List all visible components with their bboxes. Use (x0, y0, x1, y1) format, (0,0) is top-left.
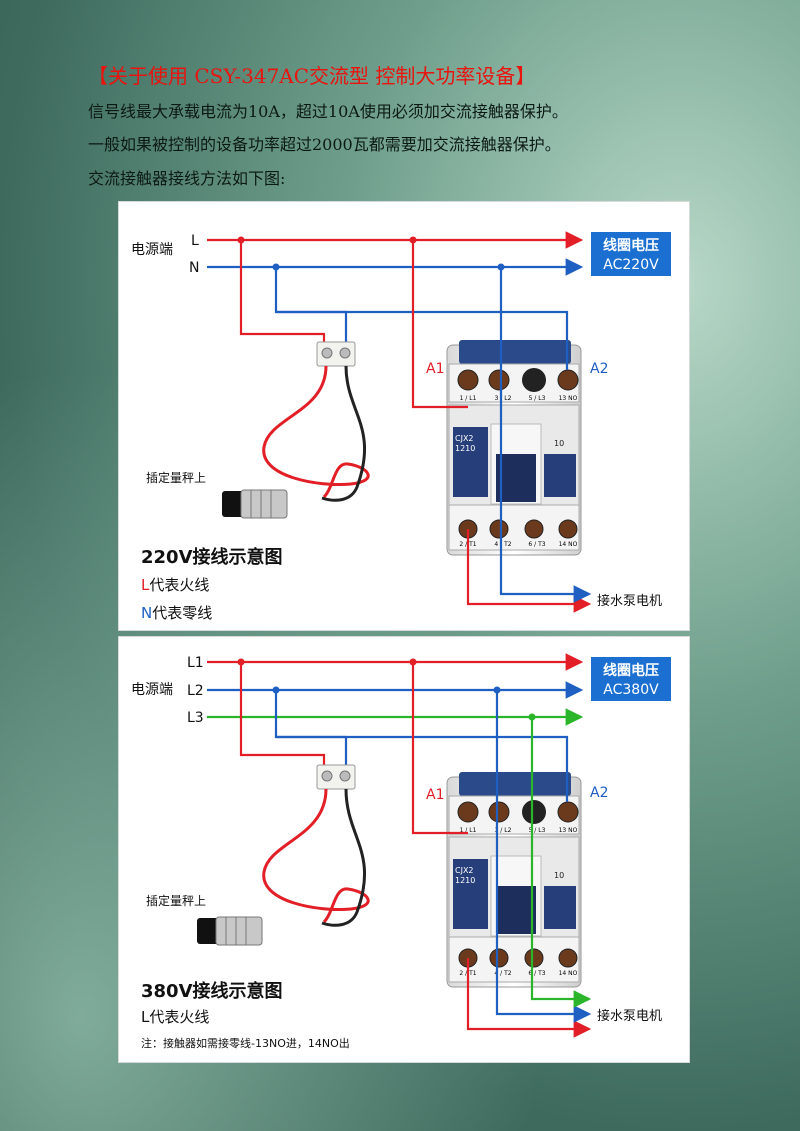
wire-L3-to-motor (530, 717, 592, 1008)
wire-L-to-block (239, 240, 326, 345)
coil-voltage-badge (591, 232, 671, 276)
terminal-bottom-4: 14 NO (559, 541, 578, 548)
wire-T1-to-motor (466, 958, 592, 1038)
contactor-380v: 1 / L1 3 / L2 5 / L3 13 NO CJX2 1210 10 … (446, 772, 582, 988)
legend-N-text: 代表零线 (152, 604, 212, 622)
terminal-top-2: 3 / L2 (495, 827, 512, 834)
terminal-top-4: 13 NO (559, 395, 578, 402)
terminal-bottom-2: 4 / T2 (494, 970, 511, 977)
wire-L2-to-motor (495, 690, 592, 1023)
wire-L1-to-T1 (411, 662, 468, 835)
legend-N-letter: N (141, 604, 152, 622)
aviation-plug-icon (222, 489, 288, 519)
diagram-220v: 1 / L1 3 / L2 5 / L3 13 NO CJX2 1210 10 … (131, 231, 671, 622)
terminal-top-1: 1 / L1 (460, 395, 477, 402)
diagram-380v-panel: 1 / L1 3 / L2 5 / L3 13 NO CJX2 1210 10 … (118, 636, 690, 1063)
terminal-bottom-4: 14 NO (559, 970, 578, 977)
scale-label: 插定量秤上 (146, 893, 206, 908)
label-L1: L1 (187, 655, 204, 671)
terminal-bottom-2: 4 / T2 (494, 541, 511, 548)
coil-badge-line1: 线圈电压 (603, 237, 659, 254)
legend-L: L代表火线 (141, 576, 209, 594)
terminal-bottom-3: 6 / T3 (528, 541, 545, 548)
coil-badge-line2: AC380V (603, 682, 659, 698)
intro-line-2: 一般如果被控制的设备功率超过2000瓦都需要加交流接触器保护。 (88, 135, 561, 154)
label-L3: L3 (187, 710, 204, 726)
wire-L2-to-A2 (276, 735, 569, 802)
motor-label: 接水泵电机 (597, 1008, 662, 1024)
wire-L1-to-block (239, 662, 326, 767)
terminal-top-4: 13 NO (559, 827, 578, 834)
motor-label: 接水泵电机 (597, 593, 662, 609)
terminal-A1-label: A1 (426, 787, 444, 803)
contactor-model-1: CJX2 (455, 866, 474, 875)
contactor-bottom-screws (458, 519, 578, 539)
signal-cable-red (262, 788, 370, 924)
terminal-A2-label: A2 (590, 785, 608, 801)
label-L2: L2 (187, 683, 204, 699)
label-L: L (191, 233, 199, 249)
diagram-heading: 220V接线示意图 (141, 546, 283, 568)
intro-line-1: 信号线最大承载电流为10A，超过10A使用必须加交流接触器保护。 (88, 102, 568, 121)
contactor-model-2: 1210 (455, 444, 475, 453)
diagram-220v-panel: 1 / L1 3 / L2 5 / L3 13 NO CJX2 1210 10 … (118, 201, 690, 631)
contactor-model-2: 1210 (455, 876, 475, 885)
contactor-model-1: CJX2 (455, 434, 474, 443)
scale-label: 插定量秤上 (146, 470, 206, 485)
terminal-block (316, 341, 356, 367)
contactor-model-num: 10 (554, 871, 564, 880)
aviation-plug-icon (197, 916, 263, 946)
terminal-top-3: 5 / L3 (529, 395, 546, 402)
diagram-380v: 1 / L1 3 / L2 5 / L3 13 NO CJX2 1210 10 … (131, 653, 671, 1050)
legend-L-letter: L (141, 576, 150, 594)
contactor-220v: 1 / L1 3 / L2 5 / L3 13 NO CJX2 1210 10 … (446, 340, 582, 556)
wire-T1-to-motor (466, 529, 592, 613)
coil-badge-line1: 线圈电压 (603, 662, 659, 679)
signal-cable-black (321, 788, 367, 927)
terminal-bottom-3: 6 / T3 (528, 970, 545, 977)
wiring-note: 注：接触器如需接零线-13NO进，14NO出 (141, 1036, 350, 1050)
coil-badge-line2: AC220V (603, 257, 659, 273)
wire-L-to-T1 (411, 240, 468, 409)
diagram-heading: 380V接线示意图 (141, 980, 283, 1002)
intro-line-3: 交流接触器接线方法如下图: (88, 169, 286, 188)
page-title: 【关于使用 CSY-347AC交流型 控制大功率设备】 (88, 64, 536, 88)
terminal-A2-label: A2 (590, 361, 608, 377)
legend-L-text: 代表火线 (149, 576, 209, 594)
coil-voltage-badge (591, 657, 671, 701)
signal-cable-red (262, 365, 370, 499)
contactor-model-num: 10 (554, 439, 564, 448)
source-label: 电源端 (131, 242, 173, 258)
legend-L: L代表火线 (141, 1008, 209, 1026)
terminal-block (316, 764, 356, 790)
signal-cable-black (321, 365, 367, 502)
wire-N-to-A2 (276, 310, 569, 370)
legend-N: N代表零线 (141, 604, 212, 622)
terminal-top-1: 1 / L1 (460, 827, 477, 834)
wire-N-to-motor (499, 267, 592, 603)
terminal-top-2: 3 / L2 (495, 395, 512, 402)
source-label: 电源端 (131, 682, 173, 698)
terminal-A1-label: A1 (426, 361, 444, 377)
label-N: N (189, 260, 199, 276)
contactor-top-screws (457, 368, 579, 392)
terminal-top-3: 5 / L3 (529, 827, 546, 834)
